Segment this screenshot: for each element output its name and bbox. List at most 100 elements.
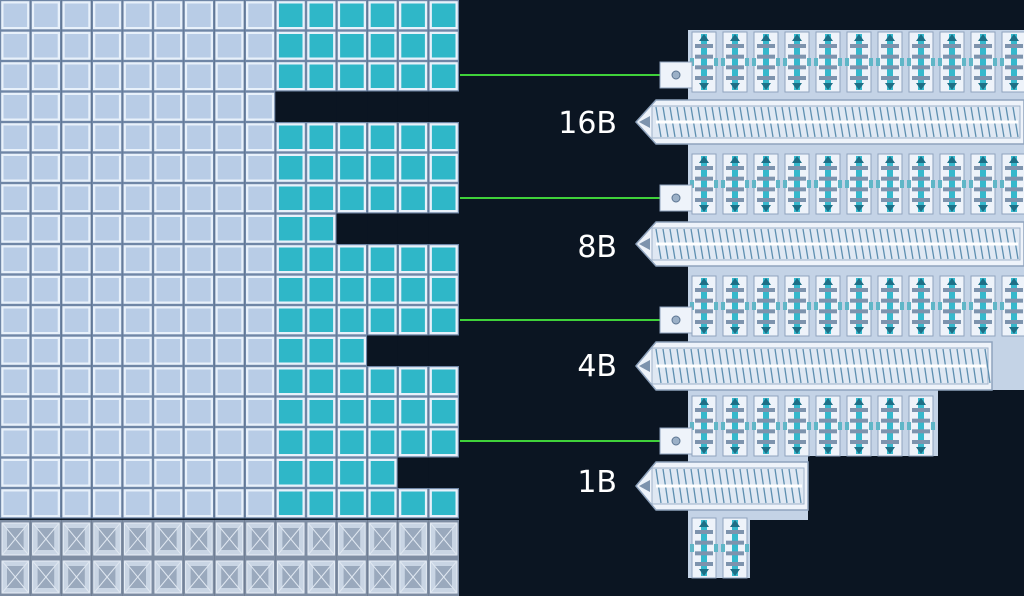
used-memory-cell bbox=[122, 335, 153, 366]
free-memory-cell bbox=[306, 457, 337, 488]
used-memory-cell bbox=[61, 427, 92, 458]
bus-label-8b: 8B bbox=[577, 230, 617, 265]
used-memory-cell bbox=[61, 366, 92, 397]
free-memory-cell bbox=[336, 30, 368, 61]
free-memory-cell bbox=[275, 274, 306, 305]
used-memory-cell bbox=[367, 213, 398, 244]
free-memory-cell bbox=[275, 213, 306, 244]
used-memory-cell bbox=[214, 0, 245, 31]
memory-module bbox=[690, 395, 718, 457]
used-memory-cell bbox=[91, 488, 123, 519]
used-memory-cell bbox=[0, 335, 31, 366]
used-memory-cell bbox=[91, 122, 123, 153]
memory-module bbox=[938, 31, 966, 93]
free-memory-cell bbox=[336, 457, 368, 488]
used-memory-cell bbox=[214, 335, 245, 366]
free-memory-cell bbox=[275, 244, 306, 275]
used-memory-cell bbox=[0, 244, 31, 275]
free-memory-cell bbox=[275, 152, 306, 183]
free-memory-cell bbox=[367, 0, 398, 31]
used-memory-cell bbox=[367, 91, 398, 122]
used-memory-cell bbox=[122, 457, 153, 488]
used-memory-cell bbox=[30, 396, 62, 427]
memory-module bbox=[783, 153, 811, 215]
free-memory-cell bbox=[428, 122, 459, 153]
free-memory-cell bbox=[367, 305, 398, 336]
reserved-memory-cell bbox=[306, 520, 337, 596]
used-memory-cell bbox=[214, 488, 245, 519]
memory-module bbox=[1000, 275, 1024, 337]
used-memory-cell bbox=[183, 305, 215, 336]
reserved-memory-cell bbox=[428, 520, 459, 596]
used-memory-cell bbox=[214, 122, 245, 153]
used-memory-cell bbox=[91, 457, 123, 488]
used-memory-cell bbox=[214, 152, 245, 183]
input-port bbox=[659, 306, 693, 334]
memory-module bbox=[690, 517, 718, 579]
memory-module bbox=[814, 31, 842, 93]
used-memory-cell bbox=[153, 152, 184, 183]
used-memory-cell bbox=[0, 305, 31, 336]
memory-module bbox=[721, 395, 749, 457]
free-memory-cell bbox=[428, 366, 459, 397]
free-memory-cell bbox=[306, 213, 337, 244]
used-memory-cell bbox=[367, 335, 398, 366]
used-memory-cell bbox=[122, 366, 153, 397]
used-memory-cell bbox=[428, 335, 459, 366]
free-memory-cell bbox=[367, 30, 398, 61]
used-memory-cell bbox=[183, 152, 215, 183]
used-memory-cell bbox=[153, 122, 184, 153]
used-memory-cell bbox=[0, 488, 31, 519]
memory-module bbox=[876, 275, 904, 337]
used-memory-cell bbox=[30, 335, 62, 366]
free-memory-cell bbox=[367, 122, 398, 153]
free-memory-cell bbox=[336, 0, 368, 31]
used-memory-cell bbox=[91, 61, 123, 92]
reserved-memory-cell bbox=[275, 520, 306, 596]
memory-module bbox=[721, 153, 749, 215]
used-memory-cell bbox=[183, 366, 215, 397]
used-memory-cell bbox=[122, 488, 153, 519]
free-memory-cell bbox=[367, 366, 398, 397]
free-memory-cell bbox=[397, 305, 429, 336]
used-memory-cell bbox=[61, 91, 92, 122]
free-memory-cell bbox=[306, 30, 337, 61]
used-memory-cell bbox=[0, 396, 31, 427]
memory-module bbox=[752, 31, 780, 93]
free-memory-cell bbox=[367, 244, 398, 275]
reserved-memory-cell bbox=[183, 520, 215, 596]
memory-module bbox=[969, 275, 997, 337]
used-memory-cell bbox=[0, 183, 31, 214]
free-memory-cell bbox=[336, 305, 368, 336]
used-memory-cell bbox=[336, 91, 368, 122]
free-memory-cell bbox=[306, 305, 337, 336]
memory-module bbox=[783, 395, 811, 457]
memory-module bbox=[845, 395, 873, 457]
used-memory-cell bbox=[244, 457, 276, 488]
free-memory-cell bbox=[306, 122, 337, 153]
used-memory-cell bbox=[244, 305, 276, 336]
used-memory-cell bbox=[428, 91, 459, 122]
used-memory-cell bbox=[122, 427, 153, 458]
used-memory-cell bbox=[122, 396, 153, 427]
memory-module bbox=[783, 275, 811, 337]
bus-label-16b: 16B bbox=[558, 106, 617, 141]
input-port bbox=[659, 427, 693, 455]
free-memory-cell bbox=[397, 122, 429, 153]
reserved-memory-cell bbox=[367, 520, 398, 596]
reserved-memory-cell bbox=[336, 520, 368, 596]
reserved-memory-cell bbox=[91, 520, 123, 596]
used-memory-cell bbox=[30, 488, 62, 519]
free-memory-cell bbox=[397, 152, 429, 183]
free-memory-cell bbox=[275, 305, 306, 336]
used-memory-cell bbox=[244, 61, 276, 92]
used-memory-cell bbox=[153, 488, 184, 519]
used-memory-cell bbox=[0, 366, 31, 397]
used-memory-cell bbox=[214, 61, 245, 92]
used-memory-cell bbox=[91, 244, 123, 275]
used-memory-cell bbox=[91, 0, 123, 31]
used-memory-cell bbox=[244, 244, 276, 275]
used-memory-cell bbox=[30, 274, 62, 305]
